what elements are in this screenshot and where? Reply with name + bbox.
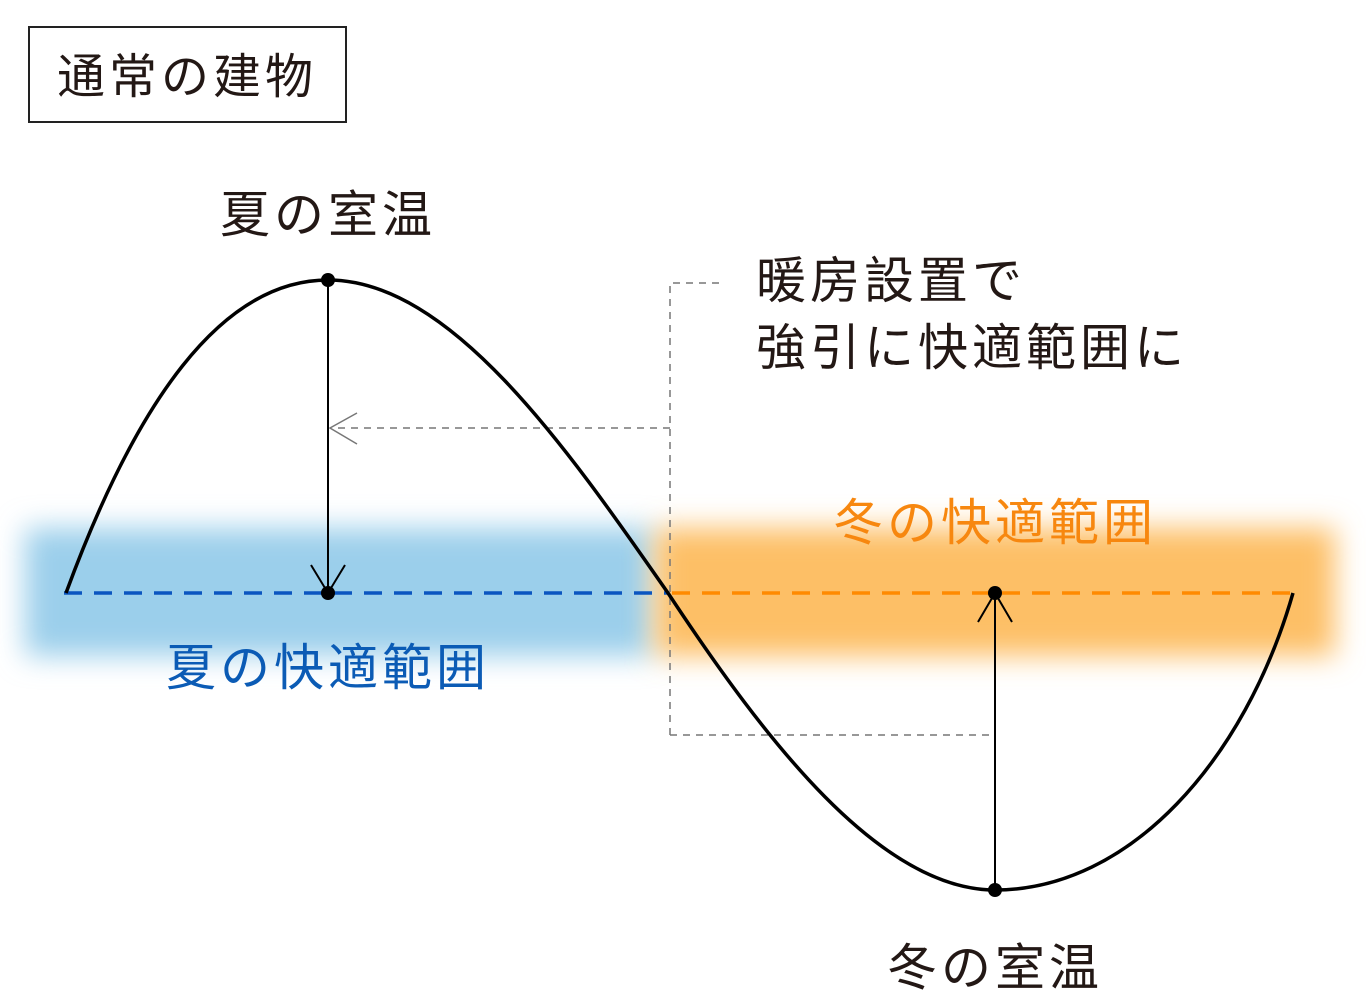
summer-comfort-point [321,586,335,600]
summer-temp-label: 夏の室温 [220,186,436,244]
heating-guide [332,282,995,736]
winter-temp-label: 冬の室温 [887,939,1103,997]
winter-comfort-point [988,586,1002,600]
title-box [28,26,347,123]
temperature-curve [64,278,1295,892]
guide-arrowhead-icon [328,412,358,445]
heating-note-line2: 強引に快適範囲に [756,319,1188,377]
winter-temp-point [988,883,1002,897]
heating-note-line1: 暖房設置で [756,252,1026,310]
winter-comfort-label: 冬の快適範囲 [833,494,1157,552]
title: 通常の建物 [57,49,317,105]
summer-comfort-label: 夏の快適範囲 [166,639,490,697]
summer-temp-point [321,273,335,287]
